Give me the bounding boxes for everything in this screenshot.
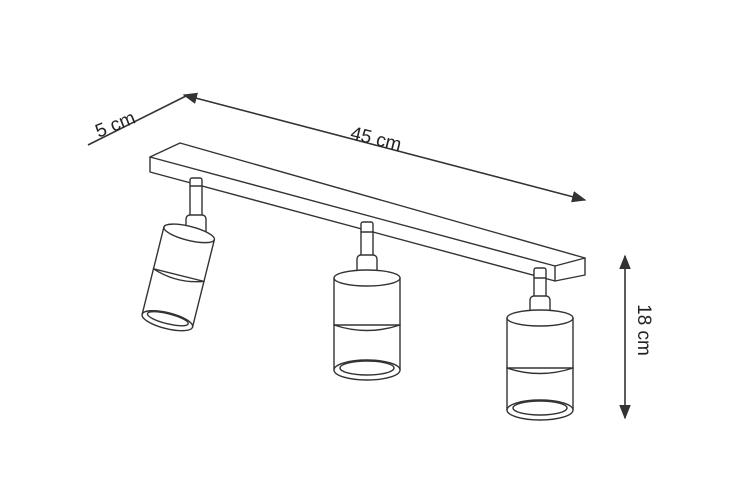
spot-right-housing <box>506 317 574 411</box>
spotlight-right <box>506 267 574 421</box>
spot-middle-lens <box>333 359 401 381</box>
bar-body <box>149 142 586 282</box>
dimension-height: 18 cm <box>619 254 654 420</box>
spot-right-lens <box>506 399 574 421</box>
spot-left-stem <box>189 177 203 221</box>
mounting-bar <box>149 142 586 282</box>
length-dimension-line <box>182 92 587 203</box>
spotlight-middle <box>333 221 401 381</box>
depth-label: 5 cm <box>92 108 138 143</box>
dimension-depth: 5 cm <box>87 94 189 146</box>
spotlight-left <box>141 177 216 332</box>
depth-dimension-line <box>87 94 189 146</box>
length-label: 45 cm <box>348 123 403 156</box>
height-label: 18 cm <box>633 304 654 356</box>
spot-middle-housing <box>333 277 401 371</box>
